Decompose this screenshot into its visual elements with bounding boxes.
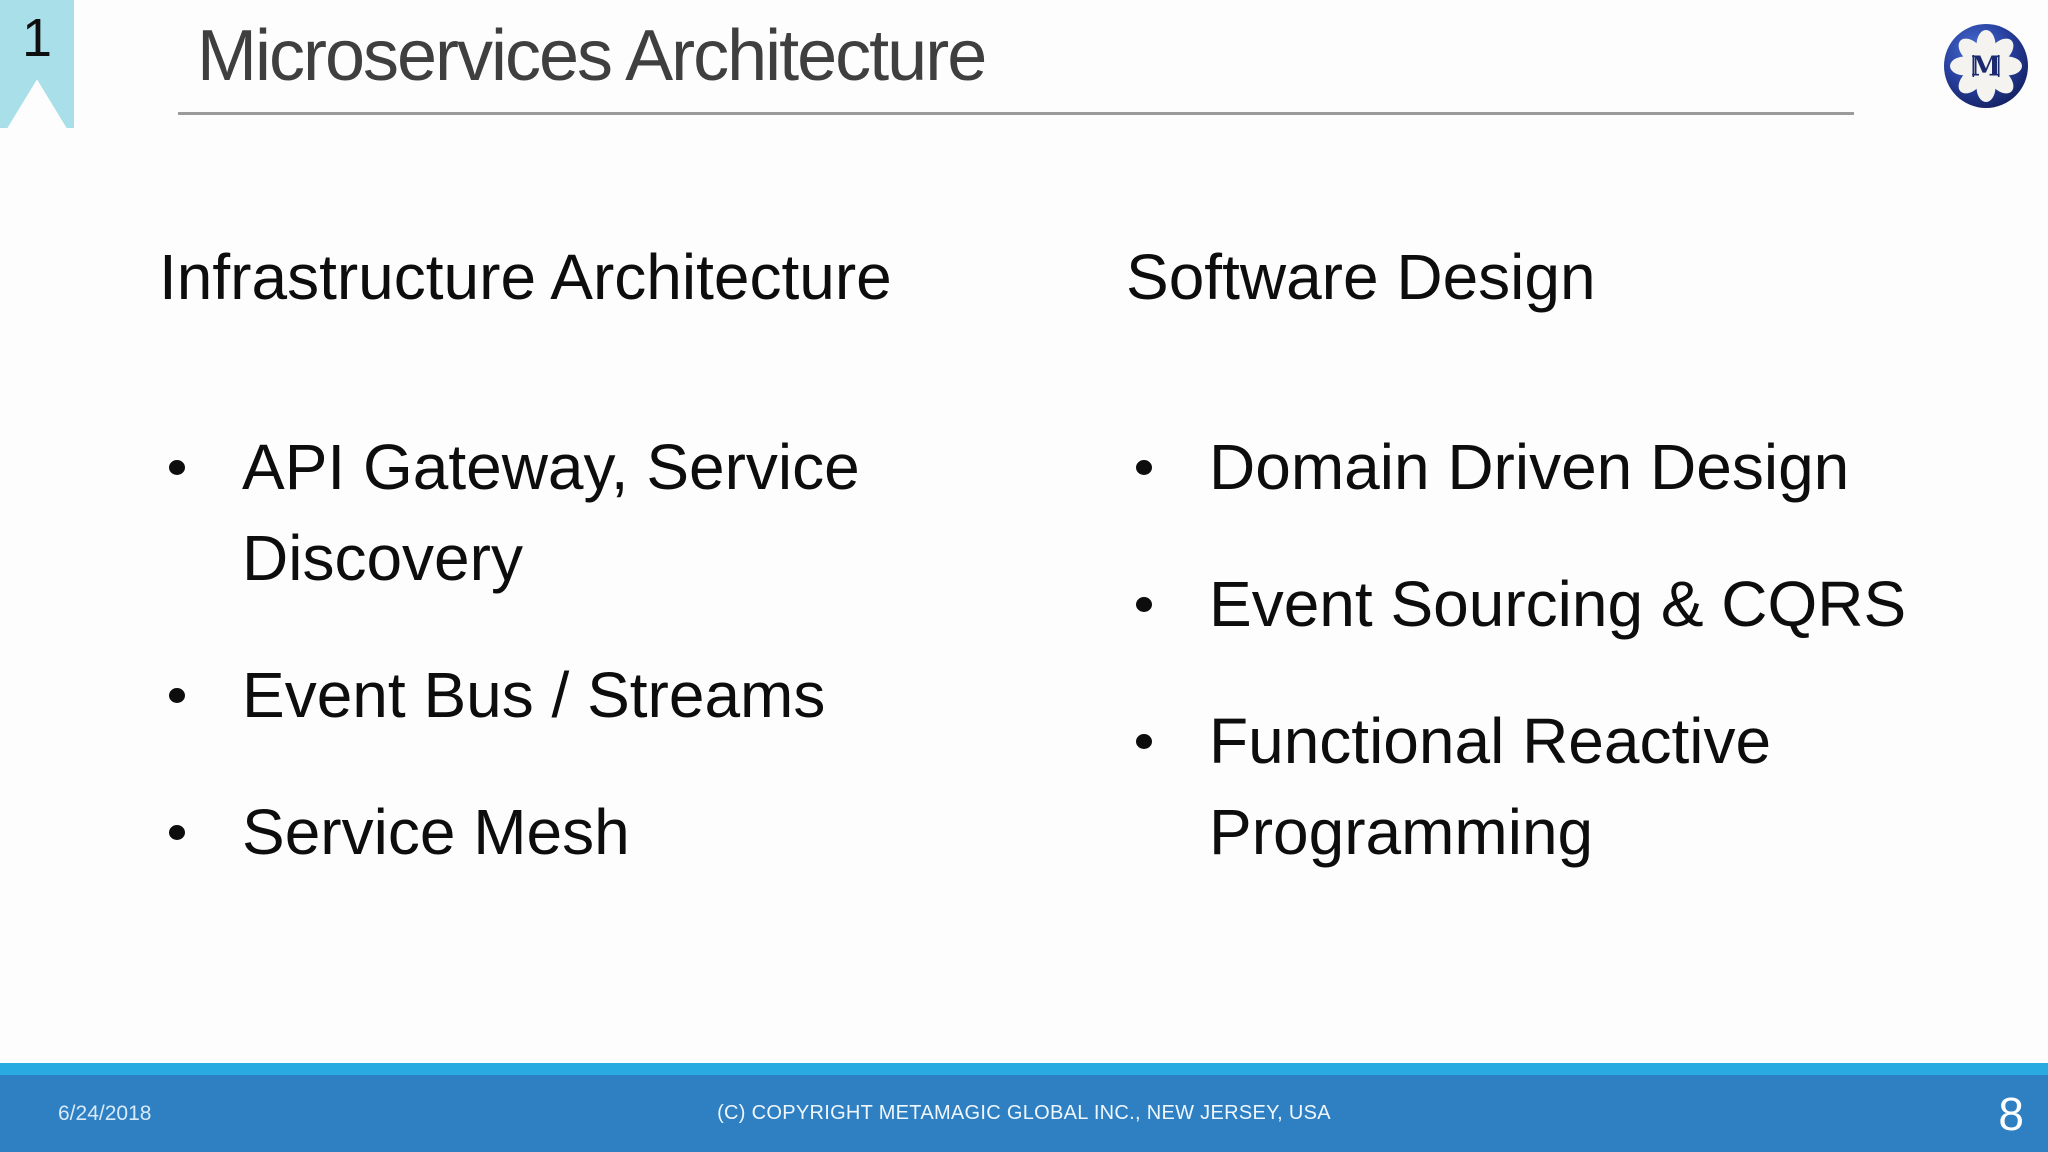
- footer-accent-strip: [0, 1063, 2048, 1075]
- slide-title: Microservices Architecture: [197, 16, 987, 96]
- footer-date: 6/24/2018: [58, 1101, 152, 1125]
- bullet-list: API Gateway, Service Discovery Event Bus…: [159, 422, 904, 878]
- bullet-icon: [1136, 597, 1152, 612]
- list-item: Event Sourcing & CQRS: [1126, 559, 1979, 650]
- list-item-text: API Gateway, Service Discovery: [242, 431, 860, 594]
- footer-bar: 6/24/2018 (C) COPYRIGHT METAMAGIC GLOBAL…: [0, 1075, 2048, 1152]
- footer-copyright: (C) COPYRIGHT METAMAGIC GLOBAL INC., NEW…: [717, 1102, 1331, 1124]
- list-item-text: Service Mesh: [242, 796, 630, 868]
- list-item: Event Bus / Streams: [159, 650, 904, 741]
- title-underline: [178, 112, 1854, 115]
- list-item-text: Domain Driven Design: [1209, 431, 1850, 503]
- column-infrastructure-architecture: Infrastructure Architecture API Gateway,…: [159, 232, 904, 924]
- bullet-icon: [169, 688, 185, 703]
- list-item: Functional Reactive Programming: [1126, 696, 1979, 878]
- list-item: Domain Driven Design: [1126, 422, 1979, 513]
- bullet-icon: [169, 460, 185, 475]
- bullet-icon: [1136, 460, 1152, 475]
- section-number-ribbon: 1: [0, 0, 74, 128]
- bullet-icon: [169, 825, 185, 840]
- list-item: Service Mesh: [159, 787, 904, 878]
- section-number: 1: [21, 8, 53, 68]
- company-logo-icon: M: [1944, 24, 2028, 108]
- bullet-icon: [1136, 734, 1152, 749]
- bullet-list: Domain Driven Design Event Sourcing & CQ…: [1126, 422, 1986, 878]
- list-item-text: Functional Reactive Programming: [1209, 705, 1772, 868]
- list-item: API Gateway, Service Discovery: [159, 422, 904, 604]
- list-item-text: Event Sourcing & CQRS: [1209, 568, 1907, 640]
- column-heading: Software Design: [1126, 241, 1596, 313]
- column-software-design: Software Design Domain Driven Design Eve…: [1126, 232, 1986, 924]
- column-heading: Infrastructure Architecture: [159, 241, 892, 313]
- logo-letter: M: [1971, 52, 2001, 83]
- list-item-text: Event Bus / Streams: [242, 659, 826, 731]
- slide-page-number: 8: [1998, 1087, 2024, 1140]
